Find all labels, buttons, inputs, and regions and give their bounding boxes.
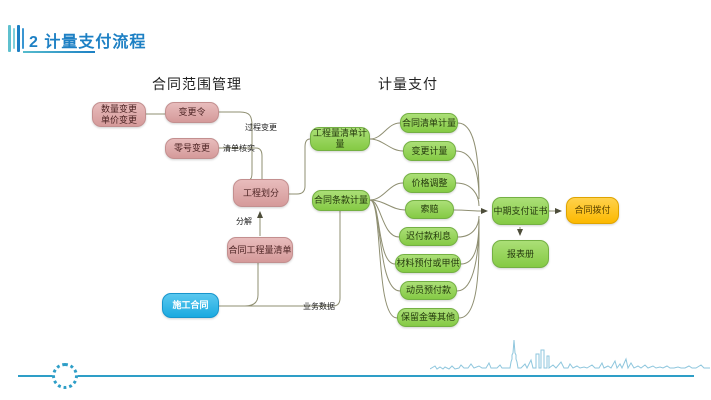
section-header-measurement-payment: 计量支付 xyxy=(378,76,438,92)
node-construction-contract: 施工合同 xyxy=(162,293,219,318)
node-claim: 索赔 xyxy=(405,200,454,219)
node-change-measurement: 变更计量 xyxy=(403,141,456,161)
edge-label-decompose: 分解 xyxy=(236,217,252,226)
title-underline xyxy=(23,51,95,53)
edge-label-list-verification: 清单核实 xyxy=(223,144,255,153)
edge-label-business-data: 业务数据 xyxy=(303,302,335,311)
node-contract-list-measurement: 合同清单计量 xyxy=(400,113,458,133)
title-bars-icon xyxy=(8,25,24,52)
footer-divider-line xyxy=(18,375,694,377)
node-retention-and-others: 保留金等其他 xyxy=(397,308,459,327)
node-late-payment-interest: 迟付款利息 xyxy=(399,227,458,246)
node-mobilization-advance: 动员预付款 xyxy=(400,281,457,300)
node-change-order: 变更令 xyxy=(165,102,219,123)
node-contract-boq: 合同工程量清单 xyxy=(227,237,293,263)
page-title: 2 计量支付流程 xyxy=(29,34,147,51)
node-project-division: 工程划分 xyxy=(233,179,289,207)
gear-icon xyxy=(52,363,78,389)
edge-label-process-change: 过程变更 xyxy=(245,123,277,132)
node-zero-change: 零号变更 xyxy=(165,138,219,159)
node-contract-disbursement: 合同拨付 xyxy=(566,197,619,224)
node-qty-price-change: 数量变更 单价变更 xyxy=(92,102,146,127)
node-boq-measurement: 工程量清单计量 xyxy=(310,127,370,151)
section-header-contract-scope: 合同范围管理 xyxy=(152,76,242,92)
city-skyline-graphic xyxy=(430,339,710,370)
node-material-prepay-or-owner-supply: 材料预付或甲供 xyxy=(395,254,461,273)
node-report-book: 报表册 xyxy=(492,240,549,268)
node-interim-payment-certificate: 中期支付证书 xyxy=(492,197,549,225)
node-contract-terms-measurement: 合同条款计量 xyxy=(312,190,370,211)
node-price-adjustment: 价格调整 xyxy=(403,173,456,193)
